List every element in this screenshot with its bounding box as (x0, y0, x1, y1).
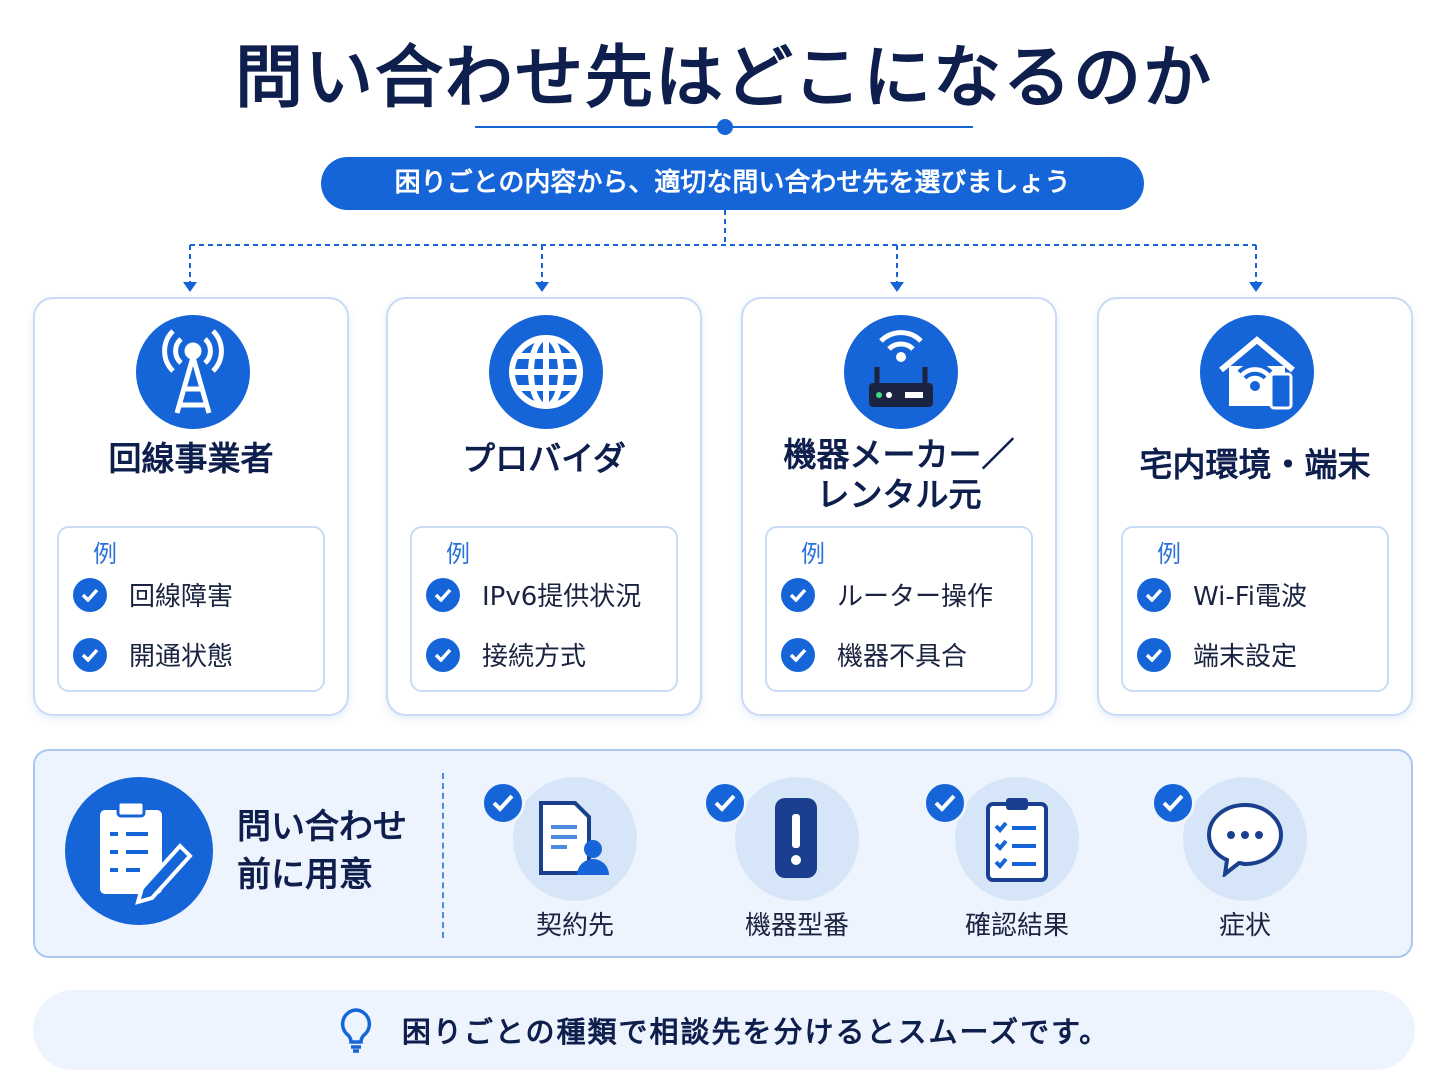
example-label: 例 (93, 540, 117, 568)
list-item: 端末設定 (1137, 636, 1297, 673)
title-divider-dot (717, 119, 733, 135)
example-label: 例 (801, 540, 825, 568)
home-wifi-icon (1200, 315, 1314, 429)
clipboard-pencil-icon (65, 777, 213, 925)
prepare-panel: 問い合わせ前に用意 契約先 機器型番 確認結果 症状 (33, 749, 1413, 958)
globe-icon (489, 315, 603, 429)
connector-arrows (183, 210, 1263, 292)
device-model-icon (735, 777, 859, 901)
check-icon (703, 781, 747, 825)
card-home-environment: 宅内環境・端末 例 Wi-Fi電波 端末設定 (1097, 297, 1413, 716)
cell-tower-icon (136, 315, 250, 429)
page-title: 問い合わせ先はどこになるのか (235, 39, 1213, 118)
prepare-item: 機器型番 (703, 775, 875, 945)
prepare-title: 問い合わせ前に用意 (237, 803, 407, 899)
divider (442, 773, 444, 938)
check-icon (1151, 781, 1195, 825)
example-box: 例 ルーター操作 機器不具合 (765, 526, 1033, 692)
item-text: 開通状態 (129, 642, 234, 672)
item-text: ルーター操作 (837, 582, 994, 612)
card-line-carrier: 回線事業者 例 回線障害 開通状態 (33, 297, 349, 716)
prepare-item-label: 確認結果 (964, 911, 1069, 941)
prepare-title-line1: 問い合わせ (237, 807, 407, 847)
list-item: 開通状態 (73, 636, 233, 673)
check-icon (426, 577, 460, 612)
example-label: 例 (1157, 540, 1181, 568)
router-icon (844, 315, 958, 429)
list-item: 接続方式 (426, 636, 586, 673)
item-text: Wi-Fi電波 (1193, 582, 1308, 612)
item-text: 接続方式 (482, 642, 587, 672)
item-text: IPv6提供状況 (482, 582, 642, 612)
prepare-item: 症状 (1151, 775, 1323, 945)
prepare-item-label: 機器型番 (744, 911, 849, 941)
list-item: 機器不具合 (781, 636, 967, 673)
prepare-item: 契約先 (481, 775, 653, 945)
check-icon (1137, 577, 1171, 612)
item-text: 機器不具合 (837, 642, 968, 672)
subtitle-banner: 困りごとの内容から、適切な問い合わせ先を選びましょう (321, 157, 1144, 210)
example-box: 例 IPv6提供状況 接続方式 (410, 526, 678, 692)
check-icon (923, 781, 967, 825)
check-icon (781, 637, 815, 672)
chat-bubble-icon (1183, 777, 1307, 901)
card-provider: プロバイダ 例 IPv6提供状況 接続方式 (386, 297, 702, 716)
card-title: 回線事業者 (108, 439, 274, 478)
check-icon (73, 637, 107, 672)
tip-banner: 困りごとの種類で相談先を分けるとスムーズです。 (33, 990, 1415, 1070)
example-box: 例 Wi-Fi電波 端末設定 (1121, 526, 1389, 692)
example-label: 例 (446, 540, 470, 568)
item-text: 回線障害 (129, 582, 234, 612)
item-text: 端末設定 (1193, 642, 1298, 672)
check-icon (481, 781, 525, 825)
card-title: 機器メーカー／ レンタル元 (783, 435, 1015, 514)
list-item: 回線障害 (73, 576, 233, 613)
lightbulb-icon (338, 1007, 374, 1053)
card-title: プロバイダ (462, 439, 626, 478)
list-item: Wi-Fi電波 (1137, 576, 1307, 613)
card-title: 宅内環境・端末 (1139, 445, 1371, 484)
prepare-title-line2: 前に用意 (237, 855, 373, 895)
check-icon (426, 637, 460, 672)
tip-text: 困りごとの種類で相談先を分けるとスムーズです。 (401, 1015, 1111, 1049)
checklist-icon (955, 777, 1079, 901)
check-icon (781, 577, 815, 612)
prepare-item-label: 契約先 (535, 911, 614, 941)
example-box: 例 回線障害 開通状態 (57, 526, 325, 692)
list-item: IPv6提供状況 (426, 576, 641, 613)
list-item: ルーター操作 (781, 576, 993, 613)
prepare-item: 確認結果 (923, 775, 1095, 945)
prepare-item-label: 症状 (1218, 911, 1271, 941)
check-icon (1137, 637, 1171, 672)
card-device-maker: 機器メーカー／ レンタル元 例 ルーター操作 機器不具合 (741, 297, 1057, 716)
contract-document-icon (513, 777, 637, 901)
check-icon (73, 577, 107, 612)
